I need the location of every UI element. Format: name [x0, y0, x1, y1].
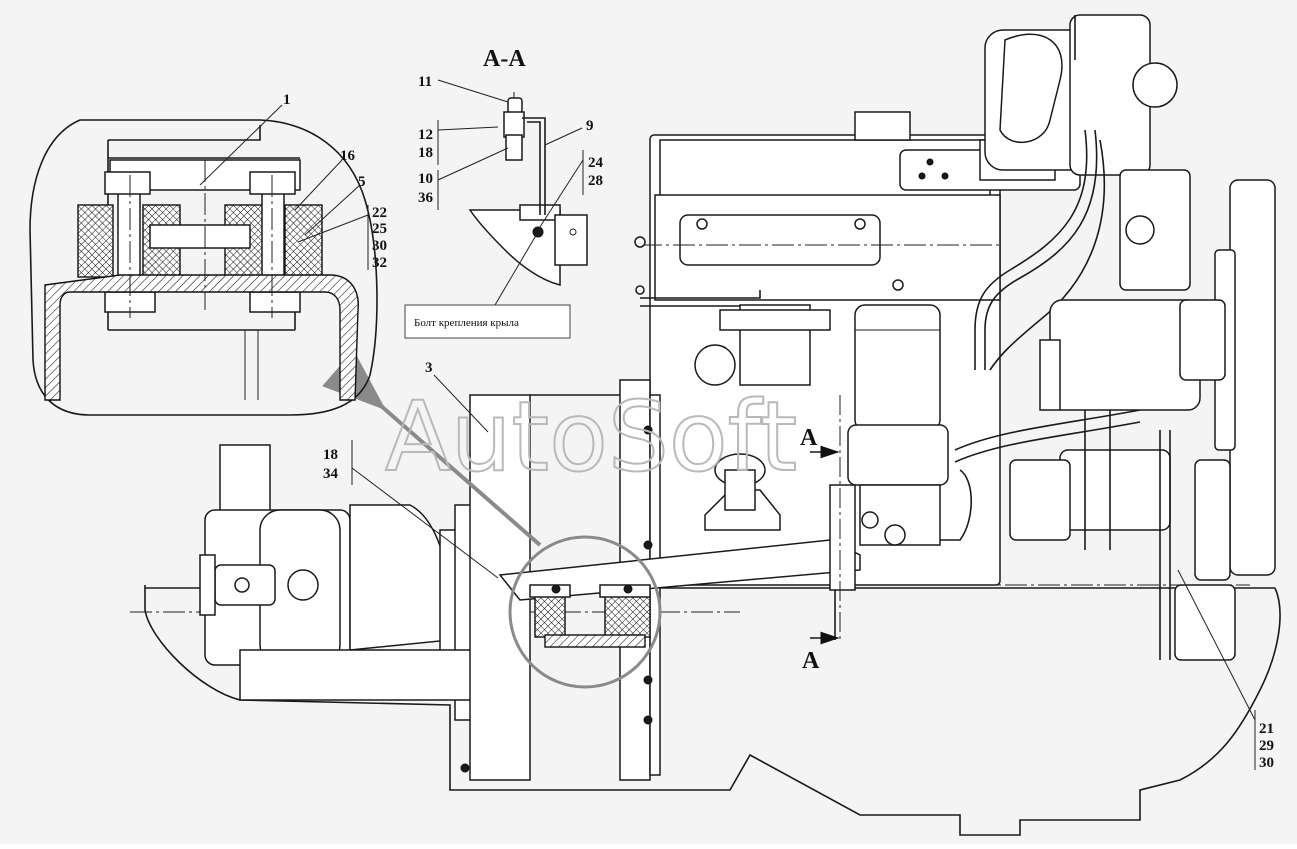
label-21: 21: [1259, 721, 1274, 737]
label-9: 9: [586, 118, 594, 134]
section-cut-lines: [810, 395, 841, 645]
part-labels: 1 16 5 22 25 30 32 11 9 12 18 10 36 24 2…: [283, 74, 1274, 771]
watermark-text: AutoSoft: [385, 381, 797, 493]
detail-view: [29, 119, 378, 416]
label-29: 29: [1259, 738, 1274, 754]
label-11: 11: [418, 74, 432, 90]
label-22: 22: [372, 205, 387, 221]
section-mark-upper: А: [800, 425, 818, 451]
callout-box: Болт крепления крыла: [404, 304, 571, 339]
label-10: 10: [418, 171, 433, 187]
alternator: [1009, 299, 1201, 550]
label-30-main: 30: [1259, 755, 1274, 771]
label-12: 12: [418, 127, 433, 143]
oil-filter: [694, 304, 949, 546]
mount-bracket: [498, 484, 861, 648]
label-5: 5: [358, 174, 366, 190]
label-3: 3: [425, 360, 433, 376]
label-28: 28: [588, 173, 603, 189]
label-36: 36: [418, 190, 434, 206]
detail-pointer-arrow: [322, 350, 542, 547]
label-24: 24: [588, 155, 604, 171]
leader-lines: [199, 79, 1256, 770]
callout-label: Болт крепления крыла: [414, 317, 519, 329]
section-mark-lower: А: [802, 648, 820, 674]
label-34: 34: [323, 466, 339, 482]
fan-pulley: [1159, 179, 1276, 661]
label-18-main: 18: [323, 447, 338, 463]
label-1: 1: [283, 92, 291, 108]
transmission-housing: [199, 444, 491, 721]
label-16: 16: [340, 148, 356, 164]
section-aa-view: [468, 92, 588, 286]
turbocharger: [984, 14, 1191, 291]
detail-highlight-circle: [508, 535, 662, 689]
section-title: А-А: [483, 46, 526, 72]
label-32: 32: [372, 255, 387, 271]
label-18-section: 18: [418, 145, 433, 161]
label-30-detail: 30: [372, 238, 387, 254]
label-25: 25: [372, 221, 387, 237]
